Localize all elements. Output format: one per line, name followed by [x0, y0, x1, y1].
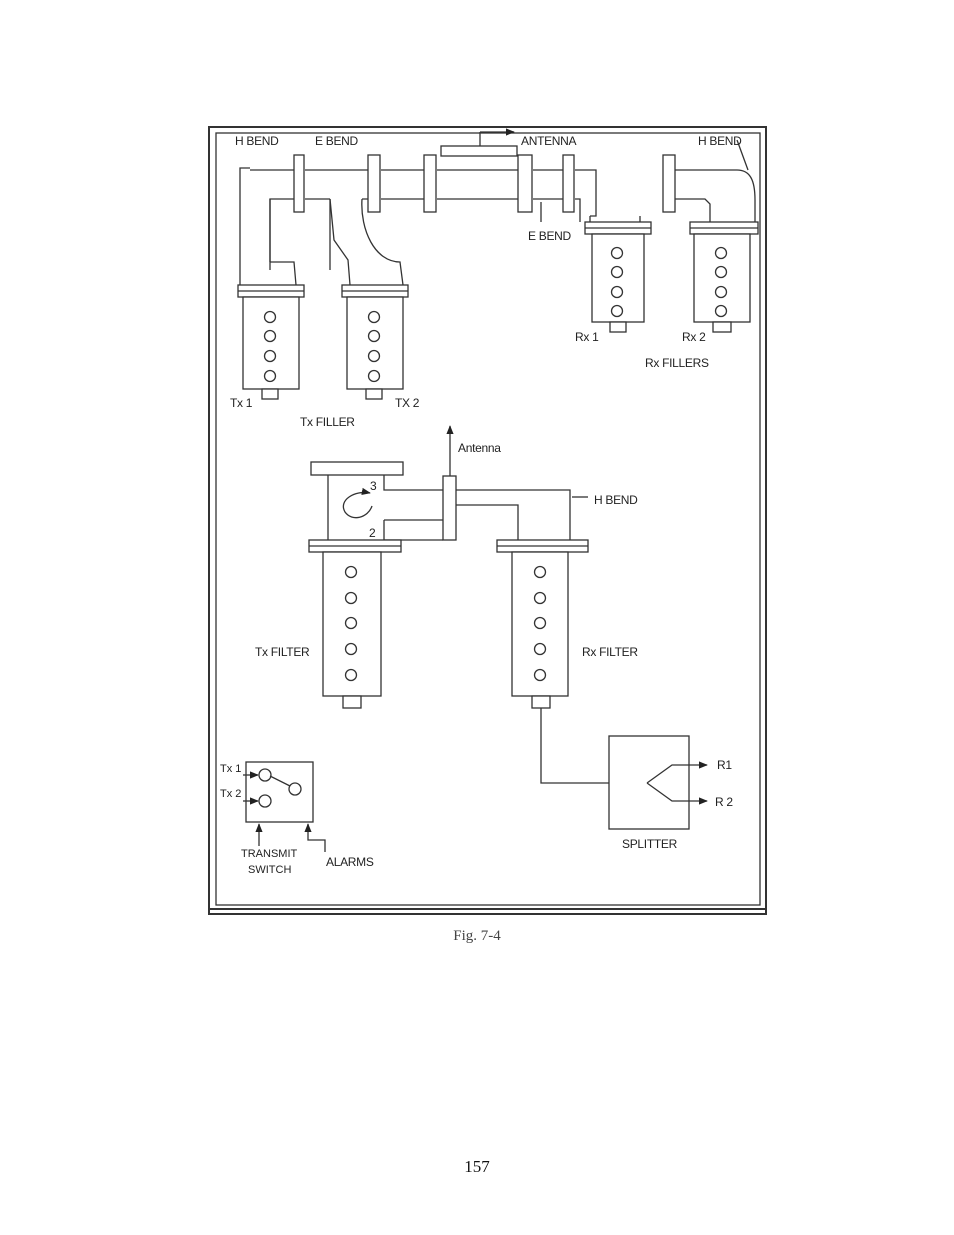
- label-e-bend-top: E BEND: [315, 134, 359, 148]
- label-port-3: 3: [370, 479, 377, 493]
- antenna-tee-lower: [442, 475, 457, 541]
- tx1-feed: [239, 187, 297, 286]
- label-e-bend-mid: E BEND: [528, 229, 572, 243]
- rx-filter: [496, 539, 589, 709]
- rx1-filler: [584, 221, 652, 333]
- circulator-top-plate: [310, 461, 404, 476]
- tx1-filler: [237, 284, 305, 400]
- antenna-tee-top: [440, 145, 518, 157]
- label-tx2: TX 2: [395, 396, 420, 410]
- label-r1: R1: [717, 758, 732, 772]
- frame-outer: [208, 126, 767, 915]
- label-rx2: Rx 2: [682, 330, 706, 344]
- tx2-feed: [329, 198, 404, 286]
- label-splitter: SPLITTER: [622, 837, 678, 851]
- label-rx1: Rx 1: [575, 330, 599, 344]
- label-tx-filter: Tx FILTER: [255, 645, 310, 659]
- label-transmit: TRANSMIT: [241, 848, 298, 860]
- label-switch-tx2: Tx 2: [220, 788, 241, 800]
- label-h-bend-lower: H BEND: [594, 493, 638, 507]
- label-alarms: ALARMS: [326, 855, 374, 869]
- label-r2: R 2: [715, 795, 733, 809]
- label-antenna-lower: Antenna: [458, 441, 501, 455]
- splitter-box: [608, 735, 690, 830]
- tx2-filler: [341, 284, 409, 400]
- label-h-bend-top-right: H BEND: [698, 134, 742, 148]
- page-number: 157: [464, 1157, 490, 1176]
- label-tx1: Tx 1: [230, 396, 253, 410]
- label-antenna-top: ANTENNA: [521, 134, 577, 148]
- rx2-hbend: [675, 169, 756, 222]
- label-switch-tx1: Tx 1: [220, 763, 241, 775]
- circulator-body: [327, 475, 443, 541]
- tx-filter: [308, 539, 402, 709]
- label-rx-filter: Rx FILTER: [582, 645, 638, 659]
- label-switch: SWITCH: [248, 864, 291, 876]
- label-h-bend-top-left: H BEND: [235, 134, 279, 148]
- label-rx-fillers: Rx FILLERS: [645, 356, 709, 370]
- label-port-2: 2: [369, 526, 376, 540]
- transmit-switch-box: [245, 761, 314, 823]
- rx2-filler: [689, 221, 759, 333]
- figure-caption: Fig. 7-4: [453, 928, 501, 944]
- frame-inner: [215, 132, 761, 906]
- top-waveguide-upper: [239, 167, 597, 217]
- label-tx-filler: Tx FILLER: [300, 415, 355, 429]
